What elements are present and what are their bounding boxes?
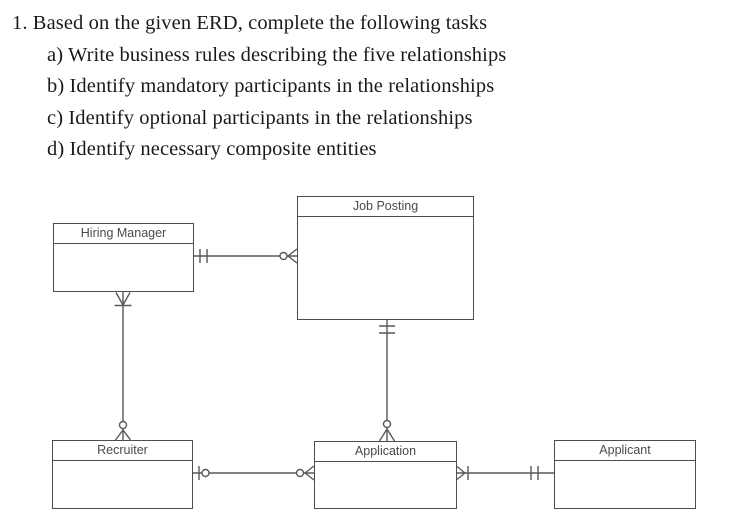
task-title: 1. Based on the given ERD, complete the …	[12, 12, 488, 34]
entity-application-title: Application	[315, 442, 456, 462]
rel-application-applicant	[456, 465, 554, 481]
task-item-b: b) Identify mandatory participants in th…	[47, 75, 495, 97]
cardinality-one-and-only-one-icon	[530, 466, 539, 480]
cardinality-zero-or-many-icon	[378, 419, 396, 442]
rel-job-posting-application	[378, 320, 396, 442]
task-block: 1. Based on the given ERD, complete the …	[12, 8, 732, 166]
cardinality-one-and-only-one-icon	[199, 249, 208, 263]
entity-recruiter-title: Recruiter	[53, 441, 192, 461]
task-item-a: a) Write business rules describing the f…	[47, 43, 507, 66]
task-item-c: c) Identify optional participants in the…	[47, 106, 473, 129]
cardinality-zero-or-many-icon	[295, 465, 315, 481]
task-item-d: d) Identify necessary composite entities	[47, 138, 377, 160]
cardinality-zero-or-many-icon	[114, 420, 132, 441]
cardinality-zero-or-many-icon	[279, 248, 298, 264]
cardinality-one-or-many-icon	[114, 292, 132, 307]
entity-application: Application	[314, 441, 457, 509]
rel-recruiter-application	[193, 465, 315, 481]
rel-hiring-manager-job-posting	[194, 248, 298, 264]
entity-recruiter: Recruiter	[52, 440, 193, 509]
entity-hiring-manager: Hiring Manager	[53, 223, 194, 292]
rel-hiring-manager-recruiter	[114, 292, 132, 441]
entity-applicant: Applicant	[554, 440, 696, 509]
entity-job-posting: Job Posting	[297, 196, 474, 320]
cardinality-one-and-only-one-icon	[379, 325, 395, 334]
entity-applicant-title: Applicant	[555, 441, 695, 461]
entity-hiring-manager-title: Hiring Manager	[54, 224, 193, 244]
entity-job-posting-title: Job Posting	[298, 197, 473, 217]
cardinality-zero-or-one-icon	[198, 466, 210, 480]
cardinality-one-or-many-icon	[456, 465, 469, 481]
